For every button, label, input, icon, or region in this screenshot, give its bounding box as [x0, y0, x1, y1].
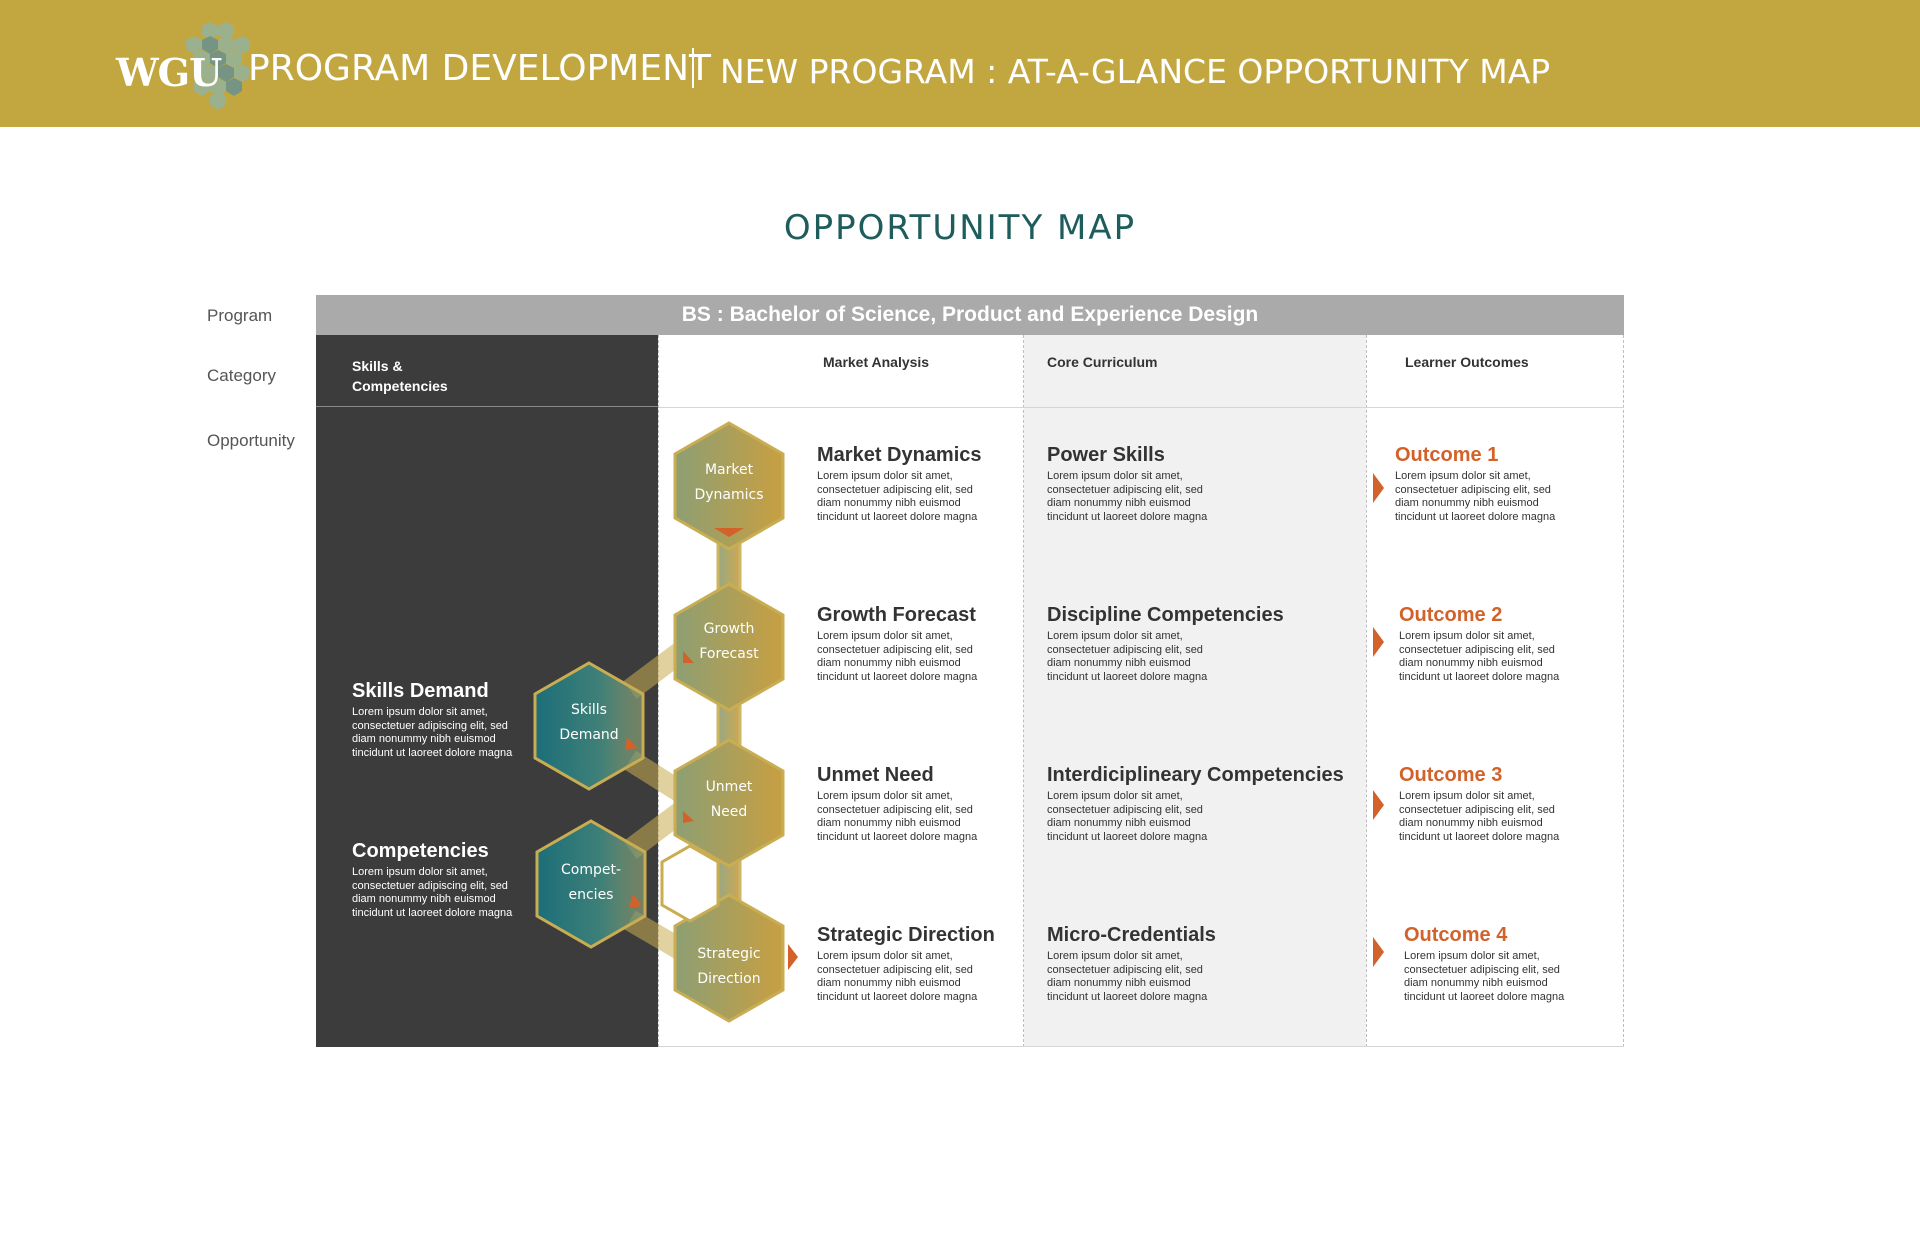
- skills-demand-body: Lorem ipsum dolor sit amet, consectetuer…: [352, 706, 513, 759]
- column-divider: [1023, 335, 1024, 1047]
- unmet-need-title: Unmet Need: [817, 764, 934, 786]
- growth-forecast-body: Lorem ipsum dolor sit amet, consectetuer…: [817, 630, 978, 683]
- hollow-hexagon: [660, 844, 720, 923]
- outcome-3-title: Outcome 3: [1399, 764, 1503, 786]
- wgu-hexagon-logo-icon: [186, 22, 250, 110]
- row-label-program: Program: [207, 306, 273, 325]
- outcome-1-body: Lorem ipsum dolor sit amet, consectetuer…: [1395, 470, 1556, 523]
- outcome-4-body: Lorem ipsum dolor sit amet, consectetuer…: [1404, 950, 1565, 1003]
- header-bar: WGU PROGRAM DEVELOPMENT NEW PROGRAM : AT…: [0, 0, 1920, 127]
- category-market-analysis: Market Analysis: [823, 354, 930, 370]
- market-dynamics-hexagon: [673, 421, 785, 551]
- skills-demand-title: Skills Demand: [352, 680, 489, 702]
- category-divider-line: [659, 407, 1624, 408]
- header-divider: [692, 48, 694, 88]
- strategic-direction-title: Strategic Direction: [817, 924, 995, 946]
- interdisciplinary-competencies-title: Interdiciplineary Competencies: [1047, 764, 1344, 786]
- competencies-title: Competencies: [352, 840, 489, 862]
- column-divider: [1366, 335, 1367, 1047]
- outcome-2-body: Lorem ipsum dolor sit amet, consectetuer…: [1399, 630, 1560, 683]
- hex-label-competencies: Compet-encies: [560, 862, 622, 903]
- market-dynamics-title: Market Dynamics: [817, 444, 982, 466]
- category-skills: Skills & Competencies: [352, 358, 448, 394]
- category-learner-outcomes: Learner Outcomes: [1405, 354, 1529, 370]
- outcome-3-arrow-icon: [1373, 790, 1384, 820]
- skills-demand-hexagon: [533, 661, 645, 791]
- column-divider: [658, 335, 659, 1047]
- growth-forecast-hexagon: [673, 582, 785, 712]
- program-name-bar: BS : Bachelor of Science, Product and Ex…: [316, 295, 1624, 335]
- row-label-opportunity: Opportunity: [207, 431, 295, 450]
- unmet-need-body: Lorem ipsum dolor sit amet, consectetuer…: [817, 790, 978, 843]
- unmet-need-hexagon: [673, 738, 785, 868]
- competencies-body: Lorem ipsum dolor sit amet, consectetuer…: [352, 866, 513, 919]
- wgu-logo-text: WGU: [116, 50, 222, 95]
- micro-credentials-body: Lorem ipsum dolor sit amet, consectetuer…: [1047, 950, 1208, 1003]
- power-skills-title: Power Skills: [1047, 444, 1165, 466]
- strategic-direction-hexagon: [673, 893, 785, 1023]
- core-curriculum-column: [1024, 335, 1366, 1047]
- outcome-2-arrow-icon: [1373, 627, 1384, 657]
- outcome-1-arrow-icon: [1373, 473, 1384, 503]
- strategic-direction-body: Lorem ipsum dolor sit amet, consectetuer…: [817, 950, 978, 1003]
- discipline-competencies-body: Lorem ipsum dolor sit amet, consectetuer…: [1047, 630, 1208, 683]
- header-title: PROGRAM DEVELOPMENT: [248, 48, 712, 89]
- left-header-divider: [316, 406, 658, 407]
- header-subtitle: NEW PROGRAM : AT-A-GLANCE OPPORTUNITY MA…: [720, 52, 1551, 91]
- growth-forecast-title: Growth Forecast: [817, 604, 976, 626]
- interdisciplinary-competencies-body: Lorem ipsum dolor sit amet, consectetuer…: [1047, 790, 1208, 843]
- category-core-curriculum: Core Curriculum: [1047, 354, 1158, 370]
- outcome-3-body: Lorem ipsum dolor sit amet, consectetuer…: [1399, 790, 1560, 843]
- pointer-triangles: [625, 528, 798, 970]
- micro-credentials-title: Micro-Credentials: [1047, 924, 1216, 946]
- outcome-2-title: Outcome 2: [1399, 604, 1503, 626]
- outcome-1-title: Outcome 1: [1395, 444, 1499, 466]
- column-divider: [1623, 335, 1624, 1047]
- discipline-competencies-title: Discipline Competencies: [1047, 604, 1284, 626]
- outcome-4-title: Outcome 4: [1404, 924, 1508, 946]
- page-title: OPPORTUNITY MAP: [783, 208, 1137, 248]
- market-dynamics-body: Lorem ipsum dolor sit amet, consectetuer…: [817, 470, 978, 523]
- outcome-4-arrow-icon: [1373, 937, 1384, 967]
- competencies-hexagon: [535, 819, 647, 949]
- power-skills-body: Lorem ipsum dolor sit amet, consectetuer…: [1047, 470, 1208, 523]
- table-bottom-line: [659, 1046, 1624, 1047]
- row-label-category: Category: [207, 366, 276, 385]
